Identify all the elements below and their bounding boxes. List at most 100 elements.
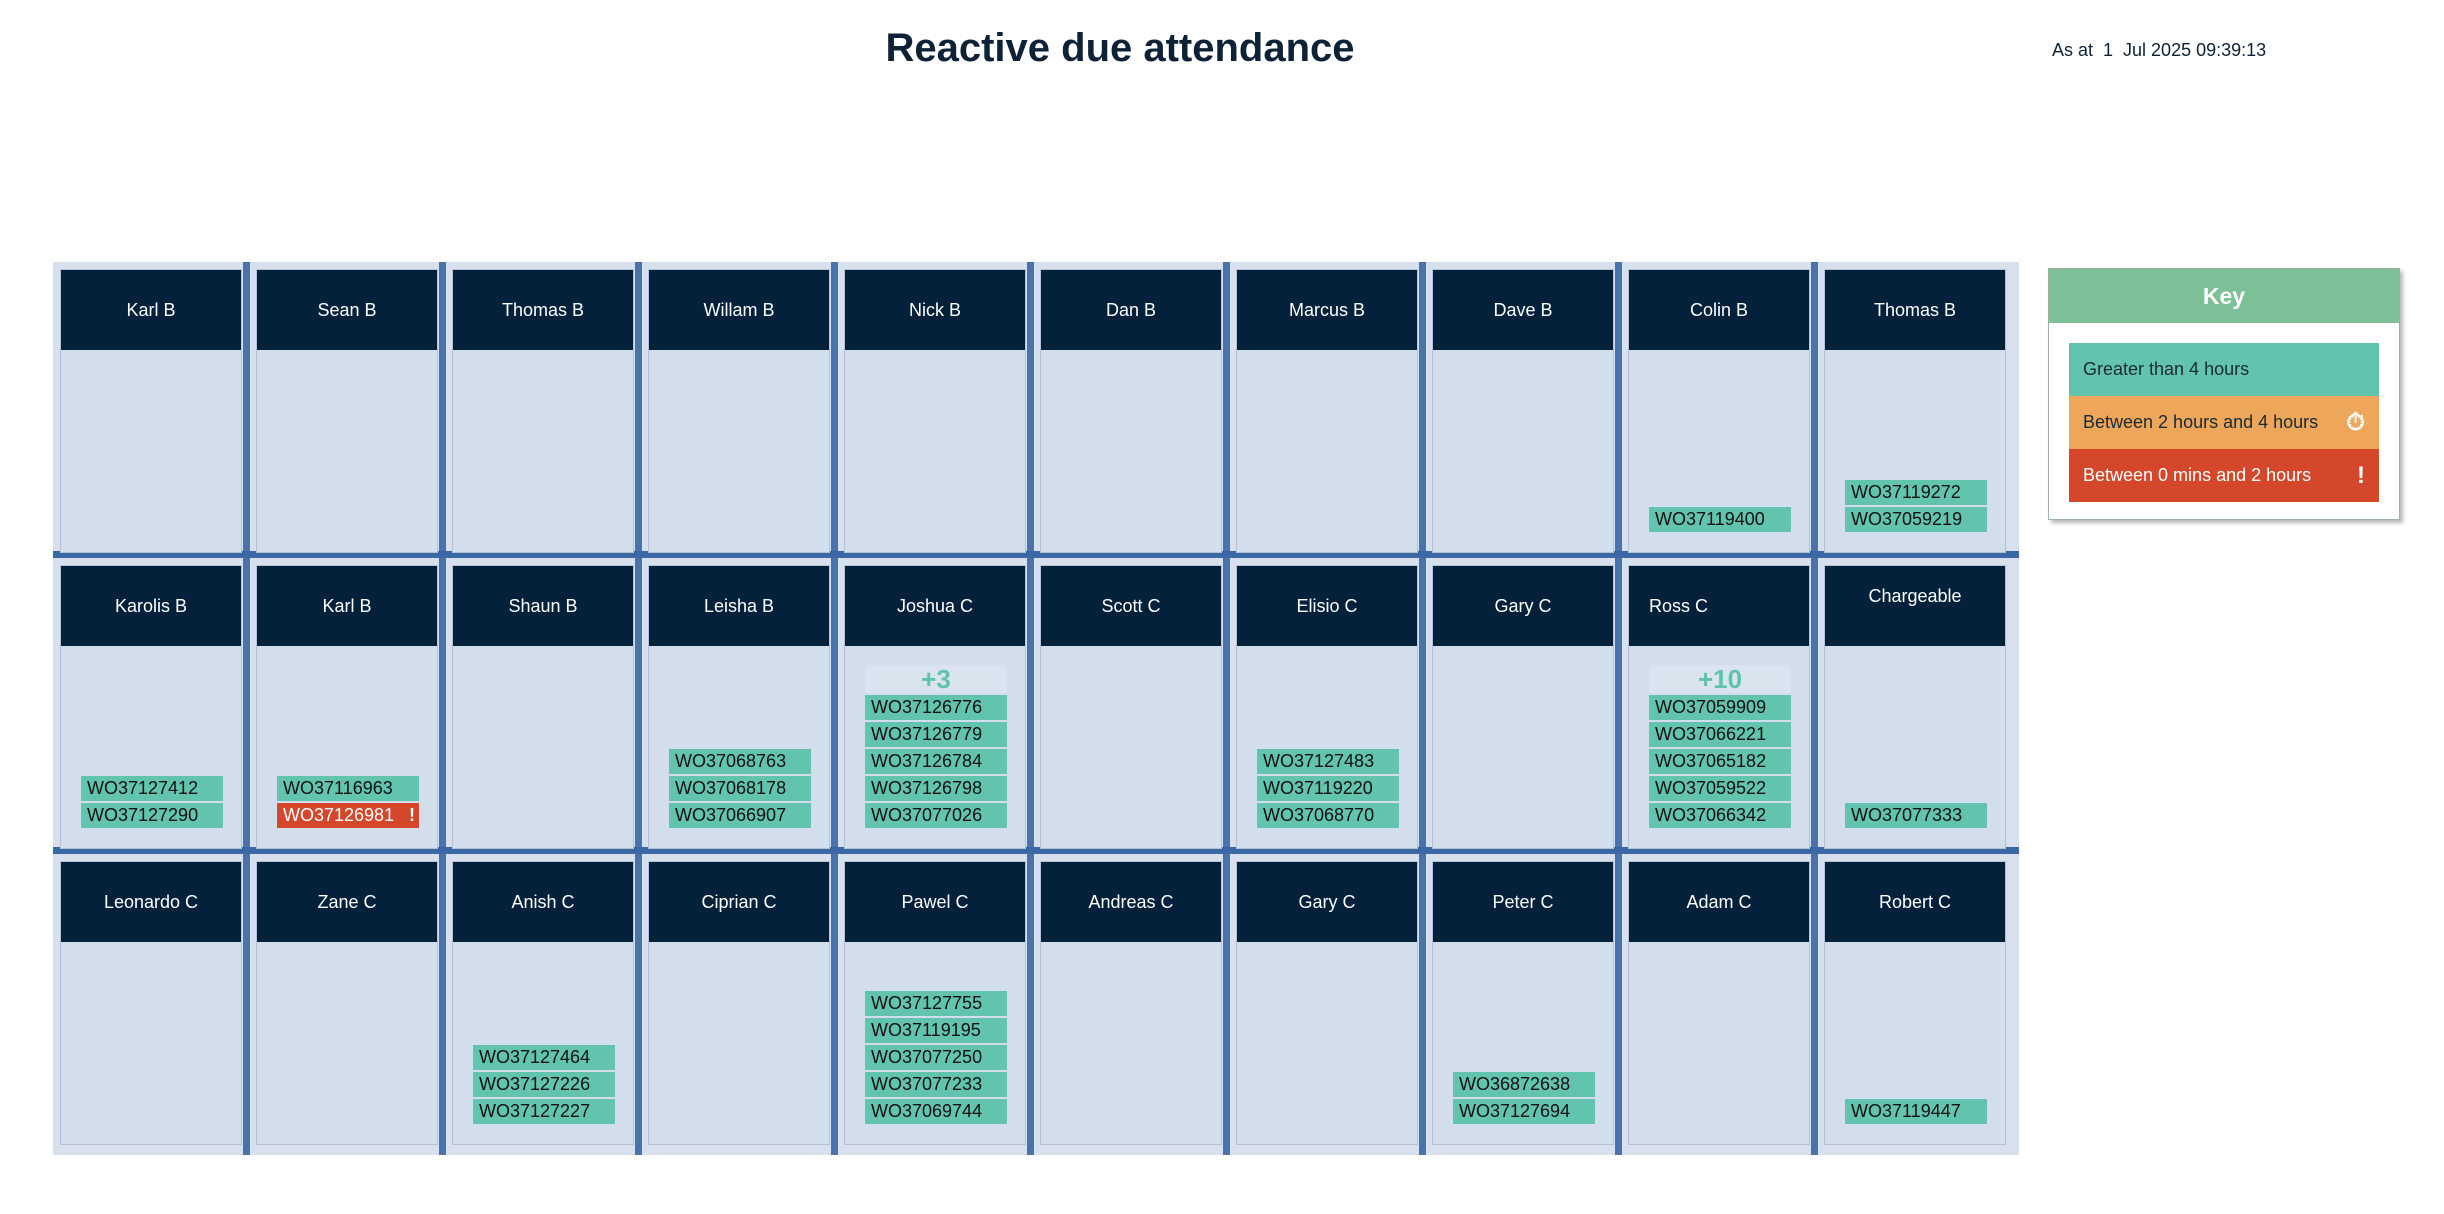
as-at-timestamp: As at 1 Jul 2025 09:39:13 <box>2052 40 2267 60</box>
more-work-orders-badge[interactable]: +3 <box>865 665 1007 693</box>
grid-line-vertical <box>1615 262 1622 1155</box>
work-order-item[interactable]: WO37069744 <box>865 1099 1007 1124</box>
exclamation-icon: ! <box>2357 462 2365 489</box>
engineer-name: Dan B <box>1105 300 1157 320</box>
engineer-card[interactable]: Dave B <box>1432 269 1614 553</box>
work-order-item[interactable]: WO37127412 <box>81 776 223 801</box>
work-order-id: WO37127227 <box>479 1101 591 1121</box>
engineer-card[interactable]: Gary C <box>1236 861 1418 1145</box>
work-order-id: WO37127226 <box>479 1074 591 1094</box>
key-item: Between 0 mins and 2 hours! <box>2069 449 2379 502</box>
engineer-card[interactable]: Nick B <box>844 269 1026 553</box>
work-order-item[interactable]: WO37059522 <box>1649 776 1791 801</box>
work-order-id: WO37077333 <box>1851 805 1963 825</box>
engineer-card[interactable]: Karl B <box>60 269 242 553</box>
grid-line-vertical <box>1223 262 1230 1155</box>
work-order-item[interactable]: WO37119220 <box>1257 776 1399 801</box>
work-order-item[interactable]: WO37068178 <box>669 776 811 801</box>
work-order-item[interactable]: WO36872638 <box>1453 1072 1595 1097</box>
work-order-item[interactable]: WO37126779 <box>865 722 1007 747</box>
engineer-name: Adam C <box>1686 892 1752 912</box>
engineer-card[interactable]: Zane C <box>256 861 438 1145</box>
work-order-id: WO37077026 <box>871 805 983 825</box>
engineer-card[interactable]: Shaun B <box>452 565 634 849</box>
work-order-id: WO37069744 <box>871 1101 983 1121</box>
engineer-name: Chargeable <box>1868 586 1962 606</box>
work-order-item[interactable]: WO37077233 <box>865 1072 1007 1097</box>
work-order-item[interactable]: WO37059909 <box>1649 695 1791 720</box>
more-work-orders-badge[interactable]: +10 <box>1649 665 1791 693</box>
engineer-card[interactable]: Thomas B <box>452 269 634 553</box>
work-order-item[interactable]: WO37127483 <box>1257 749 1399 774</box>
work-order-id: WO37127464 <box>479 1047 591 1067</box>
work-order-item[interactable]: WO37077250 <box>865 1045 1007 1070</box>
work-order-item[interactable]: WO37059219 <box>1845 507 1987 532</box>
work-order-item[interactable]: WO37119447 <box>1845 1099 1987 1124</box>
work-order-item[interactable]: WO37119400 <box>1649 507 1791 532</box>
work-order-item[interactable]: WO37126776 <box>865 695 1007 720</box>
engineer-card-header: Elisio C <box>1237 566 1417 646</box>
work-order-item[interactable]: WO37127464 <box>473 1045 615 1070</box>
grid-line-horizontal <box>53 551 2019 558</box>
work-order-item[interactable]: WO37066907 <box>669 803 811 828</box>
engineer-card[interactable]: Scott C <box>1040 565 1222 849</box>
engineer-card-header: Joshua C <box>845 566 1025 646</box>
engineer-card[interactable]: Marcus B <box>1236 269 1418 553</box>
work-order-item[interactable]: WO37119272 <box>1845 480 1987 505</box>
work-order-item[interactable]: WO37065182 <box>1649 749 1791 774</box>
engineer-card[interactable]: Andreas C <box>1040 861 1222 1145</box>
work-order-item[interactable]: WO37126981! <box>277 803 419 828</box>
work-order-id: WO37059219 <box>1851 509 1963 529</box>
work-order-item[interactable]: WO37126784 <box>865 749 1007 774</box>
work-order-item[interactable]: WO37116963 <box>277 776 419 801</box>
work-order-item[interactable]: WO37126798 <box>865 776 1007 801</box>
work-order-id: WO37126798 <box>871 778 983 798</box>
engineer-card[interactable]: Leonardo C <box>60 861 242 1145</box>
engineer-name: Nick B <box>908 300 961 320</box>
work-order-item[interactable]: WO37127755 <box>865 991 1007 1016</box>
engineer-name: Scott C <box>1101 596 1161 616</box>
work-order-list: WO37119447 <box>1845 1097 1987 1124</box>
key-title: Key <box>2049 269 2399 323</box>
work-order-item[interactable]: WO37127227 <box>473 1099 615 1124</box>
work-order-item[interactable]: WO37068770 <box>1257 803 1399 828</box>
engineer-name: Karl B <box>322 596 372 616</box>
work-order-item[interactable]: WO37119195 <box>865 1018 1007 1043</box>
work-order-item[interactable]: WO37066342 <box>1649 803 1791 828</box>
grid-line-vertical <box>439 262 446 1155</box>
engineer-card[interactable]: Willam B <box>648 269 830 553</box>
work-order-id: WO37077233 <box>871 1074 983 1094</box>
engineer-card[interactable]: Dan B <box>1040 269 1222 553</box>
work-order-item[interactable]: WO37066221 <box>1649 722 1791 747</box>
work-order-item[interactable]: WO37127226 <box>473 1072 615 1097</box>
work-order-item[interactable]: WO37077026 <box>865 803 1007 828</box>
engineer-card[interactable]: Gary C <box>1432 565 1614 849</box>
work-order-item[interactable]: WO37127290 <box>81 803 223 828</box>
engineer-card[interactable]: Sean B <box>256 269 438 553</box>
engineer-card[interactable]: Adam C <box>1628 861 1810 1145</box>
key-item-label: Between 2 hours and 4 hours <box>2083 412 2319 432</box>
work-order-id: WO37127694 <box>1459 1101 1571 1121</box>
work-order-item[interactable]: WO37127694 <box>1453 1099 1595 1124</box>
work-order-item[interactable]: WO37068763 <box>669 749 811 774</box>
grid-line-horizontal <box>53 847 2019 854</box>
work-order-item[interactable]: WO37077333 <box>1845 803 1987 828</box>
engineer-card-header: Marcus B <box>1237 270 1417 350</box>
engineer-card-header: Gary C <box>1237 862 1417 942</box>
engineer-card[interactable]: Ciprian C <box>648 861 830 1145</box>
